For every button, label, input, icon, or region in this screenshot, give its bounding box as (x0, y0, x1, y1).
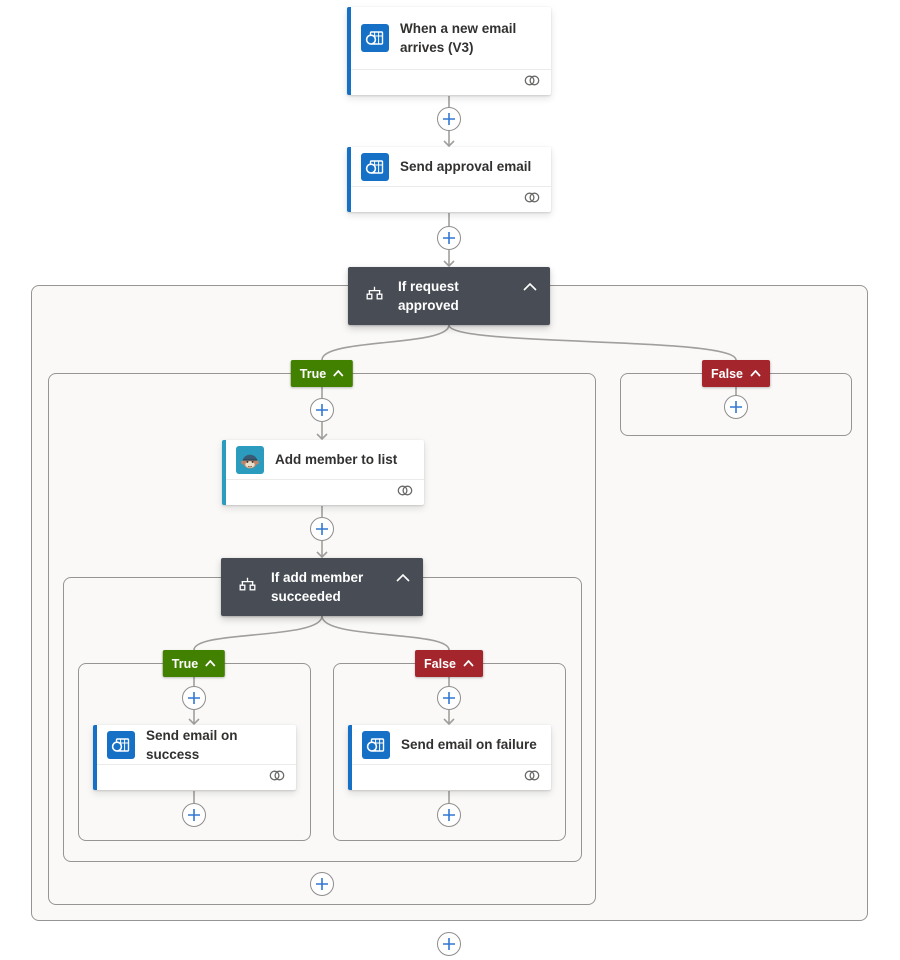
collapse-chevron-up-icon[interactable] (396, 569, 410, 587)
insert-step-button[interactable] (310, 398, 334, 422)
mailchimp-icon (236, 445, 264, 474)
action-card-send-email-on-success[interactable]: Send email on success (93, 725, 296, 790)
card-title: Add member to list (275, 452, 398, 467)
action-card-add-member-to-list[interactable]: Add member to list (222, 440, 424, 505)
insert-step-button[interactable] (310, 872, 334, 896)
card-title: When a new email arrives (V3) (400, 21, 517, 55)
collapse-chevron-up-icon[interactable] (750, 370, 761, 377)
insert-step-button[interactable] (437, 686, 461, 710)
insert-step-button[interactable] (437, 226, 461, 250)
new-step-button[interactable] (437, 932, 461, 956)
branch-label: False (711, 366, 743, 381)
condition-icon (366, 286, 383, 306)
action-card-send-approval-email[interactable]: Send approval email (347, 147, 551, 212)
connections-icon[interactable] (396, 484, 414, 502)
collapse-chevron-up-icon[interactable] (205, 660, 216, 667)
branch-label: False (424, 656, 456, 671)
branch-label: True (299, 366, 327, 381)
branch-label: True (171, 656, 199, 671)
insert-step-button[interactable] (182, 803, 206, 827)
branch-badge-false[interactable]: False (702, 360, 770, 387)
branch-badge-true[interactable]: True (290, 360, 354, 387)
condition-title: If request approved (398, 279, 459, 313)
collapse-chevron-up-icon[interactable] (463, 660, 474, 667)
trigger-card-when-new-email-arrives[interactable]: When a new email arrives (V3) (347, 7, 551, 95)
outlook-icon (361, 24, 389, 52)
outlook-icon (107, 730, 135, 759)
branch-badge-true[interactable]: True (162, 650, 226, 677)
connections-icon[interactable] (523, 769, 541, 787)
insert-step-button[interactable] (310, 517, 334, 541)
collapse-chevron-up-icon[interactable] (523, 278, 537, 296)
card-title: Send email on success (146, 727, 238, 762)
condition-card-if-request-approved[interactable]: If request approved (348, 267, 550, 325)
insert-step-button[interactable] (437, 107, 461, 131)
connections-icon[interactable] (523, 191, 541, 209)
condition-card-if-add-member-succeeded[interactable]: If add member succeeded (221, 558, 423, 616)
card-title: Send approval email (400, 159, 532, 174)
insert-step-button[interactable] (182, 686, 206, 710)
branch-badge-false[interactable]: False (415, 650, 483, 677)
connections-icon[interactable] (523, 74, 541, 92)
action-card-send-email-on-failure[interactable]: Send email on failure (348, 725, 551, 790)
insert-step-button[interactable] (437, 803, 461, 827)
condition-icon (239, 577, 256, 597)
connections-icon[interactable] (268, 769, 286, 787)
card-title: Send email on failure (401, 737, 537, 752)
add-action-button-false-branch[interactable] (724, 395, 748, 419)
collapse-chevron-up-icon[interactable] (333, 370, 344, 377)
approvals-icon (361, 152, 389, 181)
condition-title: If add member succeeded (271, 570, 364, 604)
outlook-icon (362, 730, 390, 759)
